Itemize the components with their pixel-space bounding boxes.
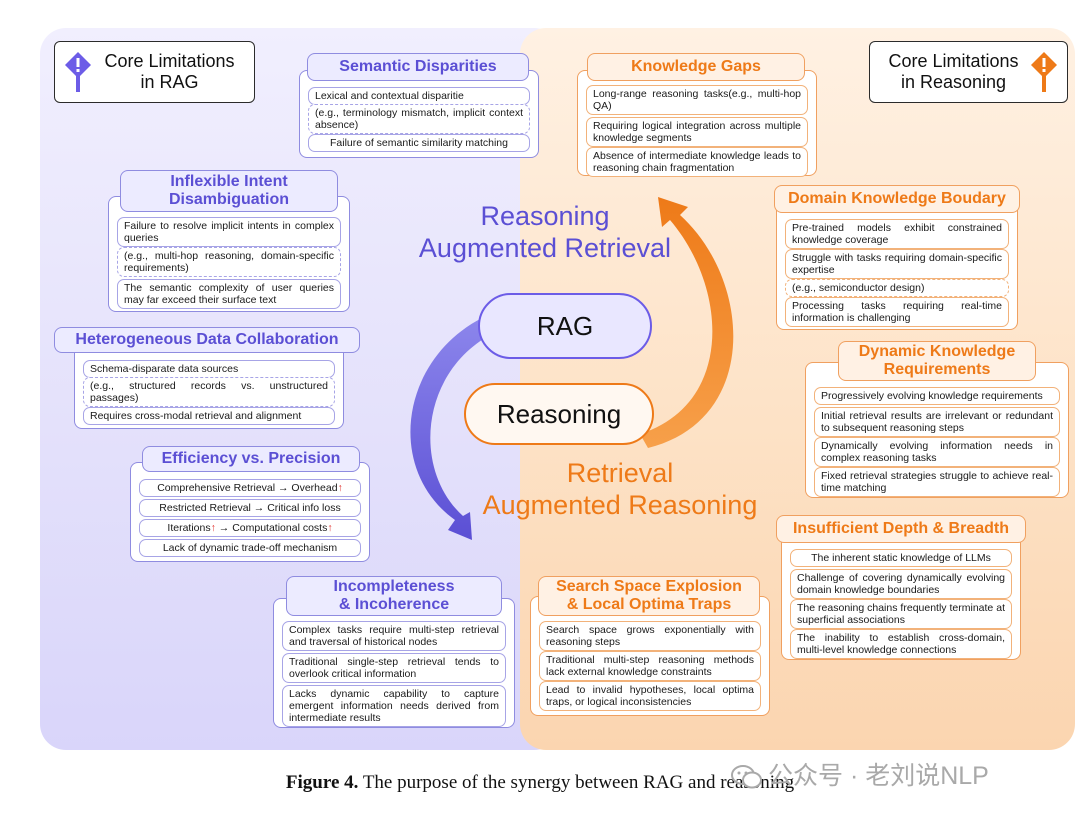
- efficiency-item-1-text: Comprehensive Retrieval → Overhead: [157, 482, 338, 494]
- rar-line1: Reasoning: [480, 201, 610, 231]
- incompleteness-title: Incompleteness & Incoherence: [286, 576, 502, 616]
- gaps-item-1: Long-range reasoning tasks(e.g., multi-h…: [586, 85, 808, 115]
- heterogeneous-data-title: Heterogeneous Data Collaboration: [54, 327, 360, 353]
- core-limitations-rag-label: Core Limitations in RAG: [54, 41, 255, 103]
- search-title-line1: Search Space Explosion: [556, 578, 742, 595]
- search-title-line2: & Local Optima Traps: [566, 596, 732, 613]
- domain-item-4: Processing tasks requiring real-time inf…: [785, 297, 1009, 327]
- dynamic-knowledge-title: Dynamic Knowledge Requirements: [838, 341, 1036, 381]
- incomplete-title-line2: & Incoherence: [338, 596, 450, 613]
- gaps-item-3: Absence of intermediate knowledge leads …: [586, 147, 808, 177]
- efficiency-item-1: Comprehensive Retrieval → Overhead↑: [139, 479, 361, 497]
- rarz-line1: Retrieval: [566, 458, 674, 488]
- intent-title-line2: Disambiguation: [168, 191, 289, 208]
- rag-pill: RAG: [478, 293, 652, 359]
- hetero-item-2: (e.g., structured records vs. unstructur…: [83, 377, 335, 407]
- insufficient-depth-panel: The inherent static knowledge of LLMs Ch…: [781, 530, 1021, 660]
- warning-icon: [65, 52, 91, 92]
- incomplete-item-3: Lacks dynamic capability to capture emer…: [282, 685, 506, 727]
- reasoning-pill: Reasoning: [464, 383, 654, 445]
- incomplete-item-1: Complex tasks require multi-step retriev…: [282, 621, 506, 651]
- dynamic-title-line2: Requirements: [883, 361, 991, 378]
- rar-line2: Augmented Retrieval: [418, 233, 672, 263]
- intent-item-3: The semantic complexity of user queries …: [117, 279, 341, 309]
- rag-pill-label: RAG: [536, 310, 594, 341]
- domain-item-3: (e.g., semiconductor design): [785, 279, 1009, 297]
- dynamic-item-2: Initial retrieval results are irrelevant…: [814, 407, 1060, 437]
- search-item-2: Traditional multi-step reasoning methods…: [539, 651, 761, 681]
- corner-left-line1: Core Limitations: [104, 51, 235, 71]
- watermark-text: 公众号 · 老刘说NLP: [768, 762, 989, 790]
- search-space-title: Search Space Explosion & Local Optima Tr…: [538, 576, 760, 616]
- search-item-3: Lead to invalid hypotheses, local optima…: [539, 681, 761, 711]
- domain-item-1: Pre-trained models exhibit constrained k…: [785, 219, 1009, 249]
- efficiency-precision-panel: Comprehensive Retrieval → Overhead↑ Rest…: [130, 462, 370, 562]
- efficiency-item-2: Restricted Retrieval → Critical info los…: [139, 499, 361, 517]
- rarz-line2: Augmented Reasoning: [482, 490, 758, 520]
- intent-item-2: (e.g., multi-hop reasoning, domain-speci…: [117, 247, 341, 277]
- rar-title: Reasoning Augmented Retrieval: [380, 200, 710, 264]
- incomplete-item-2: Traditional single-step retrieval tends …: [282, 653, 506, 683]
- corner-left-line2: in RAG: [140, 72, 199, 92]
- up-arrow-icon: ↑: [210, 522, 216, 534]
- domain-boundary-title: Domain Knowledge Boudary: [774, 185, 1020, 213]
- dynamic-item-4: Fixed retrieval strategies struggle to a…: [814, 467, 1060, 497]
- core-limitations-reasoning-label: Core Limitations in Reasoning: [869, 41, 1068, 103]
- domain-item-2: Struggle with tasks requiring domain-spe…: [785, 249, 1009, 279]
- depth-item-4: The inability to establish cross-domain,…: [790, 629, 1012, 659]
- figure-caption: Figure 4. The purpose of the synergy bet…: [0, 772, 1080, 794]
- dynamic-title-line1: Dynamic Knowledge: [858, 343, 1016, 360]
- efficiency-precision-title: Efficiency vs. Precision: [142, 446, 360, 472]
- warning-icon: [1031, 52, 1057, 92]
- knowledge-gaps-title: Knowledge Gaps: [587, 53, 805, 81]
- heterogeneous-data-panel: Schema-disparate data sources (e.g., str…: [74, 343, 344, 429]
- knowledge-gaps-panel: Long-range reasoning tasks(e.g., multi-h…: [577, 70, 817, 177]
- search-item-1: Search space grows exponentially with re…: [539, 621, 761, 651]
- intent-title-line1: Inflexible Intent: [170, 173, 288, 190]
- hetero-item-1: Schema-disparate data sources: [83, 360, 335, 378]
- insufficient-depth-title: Insufficient Depth & Breadth: [776, 515, 1026, 543]
- depth-item-1: The inherent static knowledge of LLMs: [790, 549, 1012, 567]
- depth-item-3: The reasoning chains frequently terminat…: [790, 599, 1012, 629]
- corner-right-line1: Core Limitations: [888, 51, 1019, 71]
- wechat-icon: [731, 765, 762, 789]
- search-space-panel: Search space grows exponentially with re…: [530, 596, 770, 716]
- semantic-item-2: (e.g., terminology mismatch, implicit co…: [308, 104, 530, 134]
- figure-label: Figure 4.: [285, 772, 359, 793]
- corner-right-line2: in Reasoning: [900, 72, 1007, 92]
- semantic-item-3: Failure of semantic similarity matching: [308, 134, 530, 152]
- dynamic-item-3: Dynamically evolving information needs i…: [814, 437, 1060, 467]
- efficiency-item-3: Iterations↑ → Computational costs↑: [139, 519, 361, 537]
- domain-boundary-panel: Pre-trained models exhibit constrained k…: [776, 198, 1018, 330]
- intent-item-1: Failure to resolve implicit intents in c…: [117, 217, 341, 247]
- up-arrow-icon: ↑: [327, 522, 333, 534]
- efficiency-item-4: Lack of dynamic trade-off mechanism: [139, 539, 361, 557]
- dynamic-item-1: Progressively evolving knowledge require…: [814, 387, 1060, 405]
- intent-disambiguation-title: Inflexible Intent Disambiguation: [120, 170, 338, 212]
- efficiency-item-3a: Iterations: [167, 522, 211, 534]
- semantic-disparities-panel: Lexical and contextual disparitie (e.g.,…: [299, 70, 539, 158]
- reasoning-pill-label: Reasoning: [496, 398, 622, 429]
- hetero-item-3: Requires cross-modal retrieval and align…: [83, 407, 335, 425]
- rarz-title: Retrieval Augmented Reasoning: [455, 457, 785, 521]
- reasoning-arrow: [640, 197, 734, 448]
- incomplete-title-line1: Incompleteness: [333, 578, 455, 595]
- efficiency-item-3b: → Computational costs: [215, 522, 328, 534]
- semantic-item-1: Lexical and contextual disparitie: [308, 87, 530, 105]
- up-arrow-icon: ↑: [337, 482, 343, 494]
- dynamic-knowledge-panel: Progressively evolving knowledge require…: [805, 362, 1069, 498]
- gaps-item-2: Requiring logical integration across mul…: [586, 117, 808, 147]
- depth-item-2: Challenge of covering dynamically evolvi…: [790, 569, 1012, 599]
- watermark: 公众号 · 老刘说NLP: [730, 756, 989, 792]
- figure-caption-text: The purpose of the synergy between RAG a…: [358, 772, 795, 793]
- retrieval-arrow: [410, 318, 492, 540]
- incompleteness-panel: Complex tasks require multi-step retriev…: [273, 598, 515, 728]
- semantic-disparities-title: Semantic Disparities: [307, 53, 529, 81]
- intent-disambiguation-panel: Failure to resolve implicit intents in c…: [108, 196, 350, 312]
